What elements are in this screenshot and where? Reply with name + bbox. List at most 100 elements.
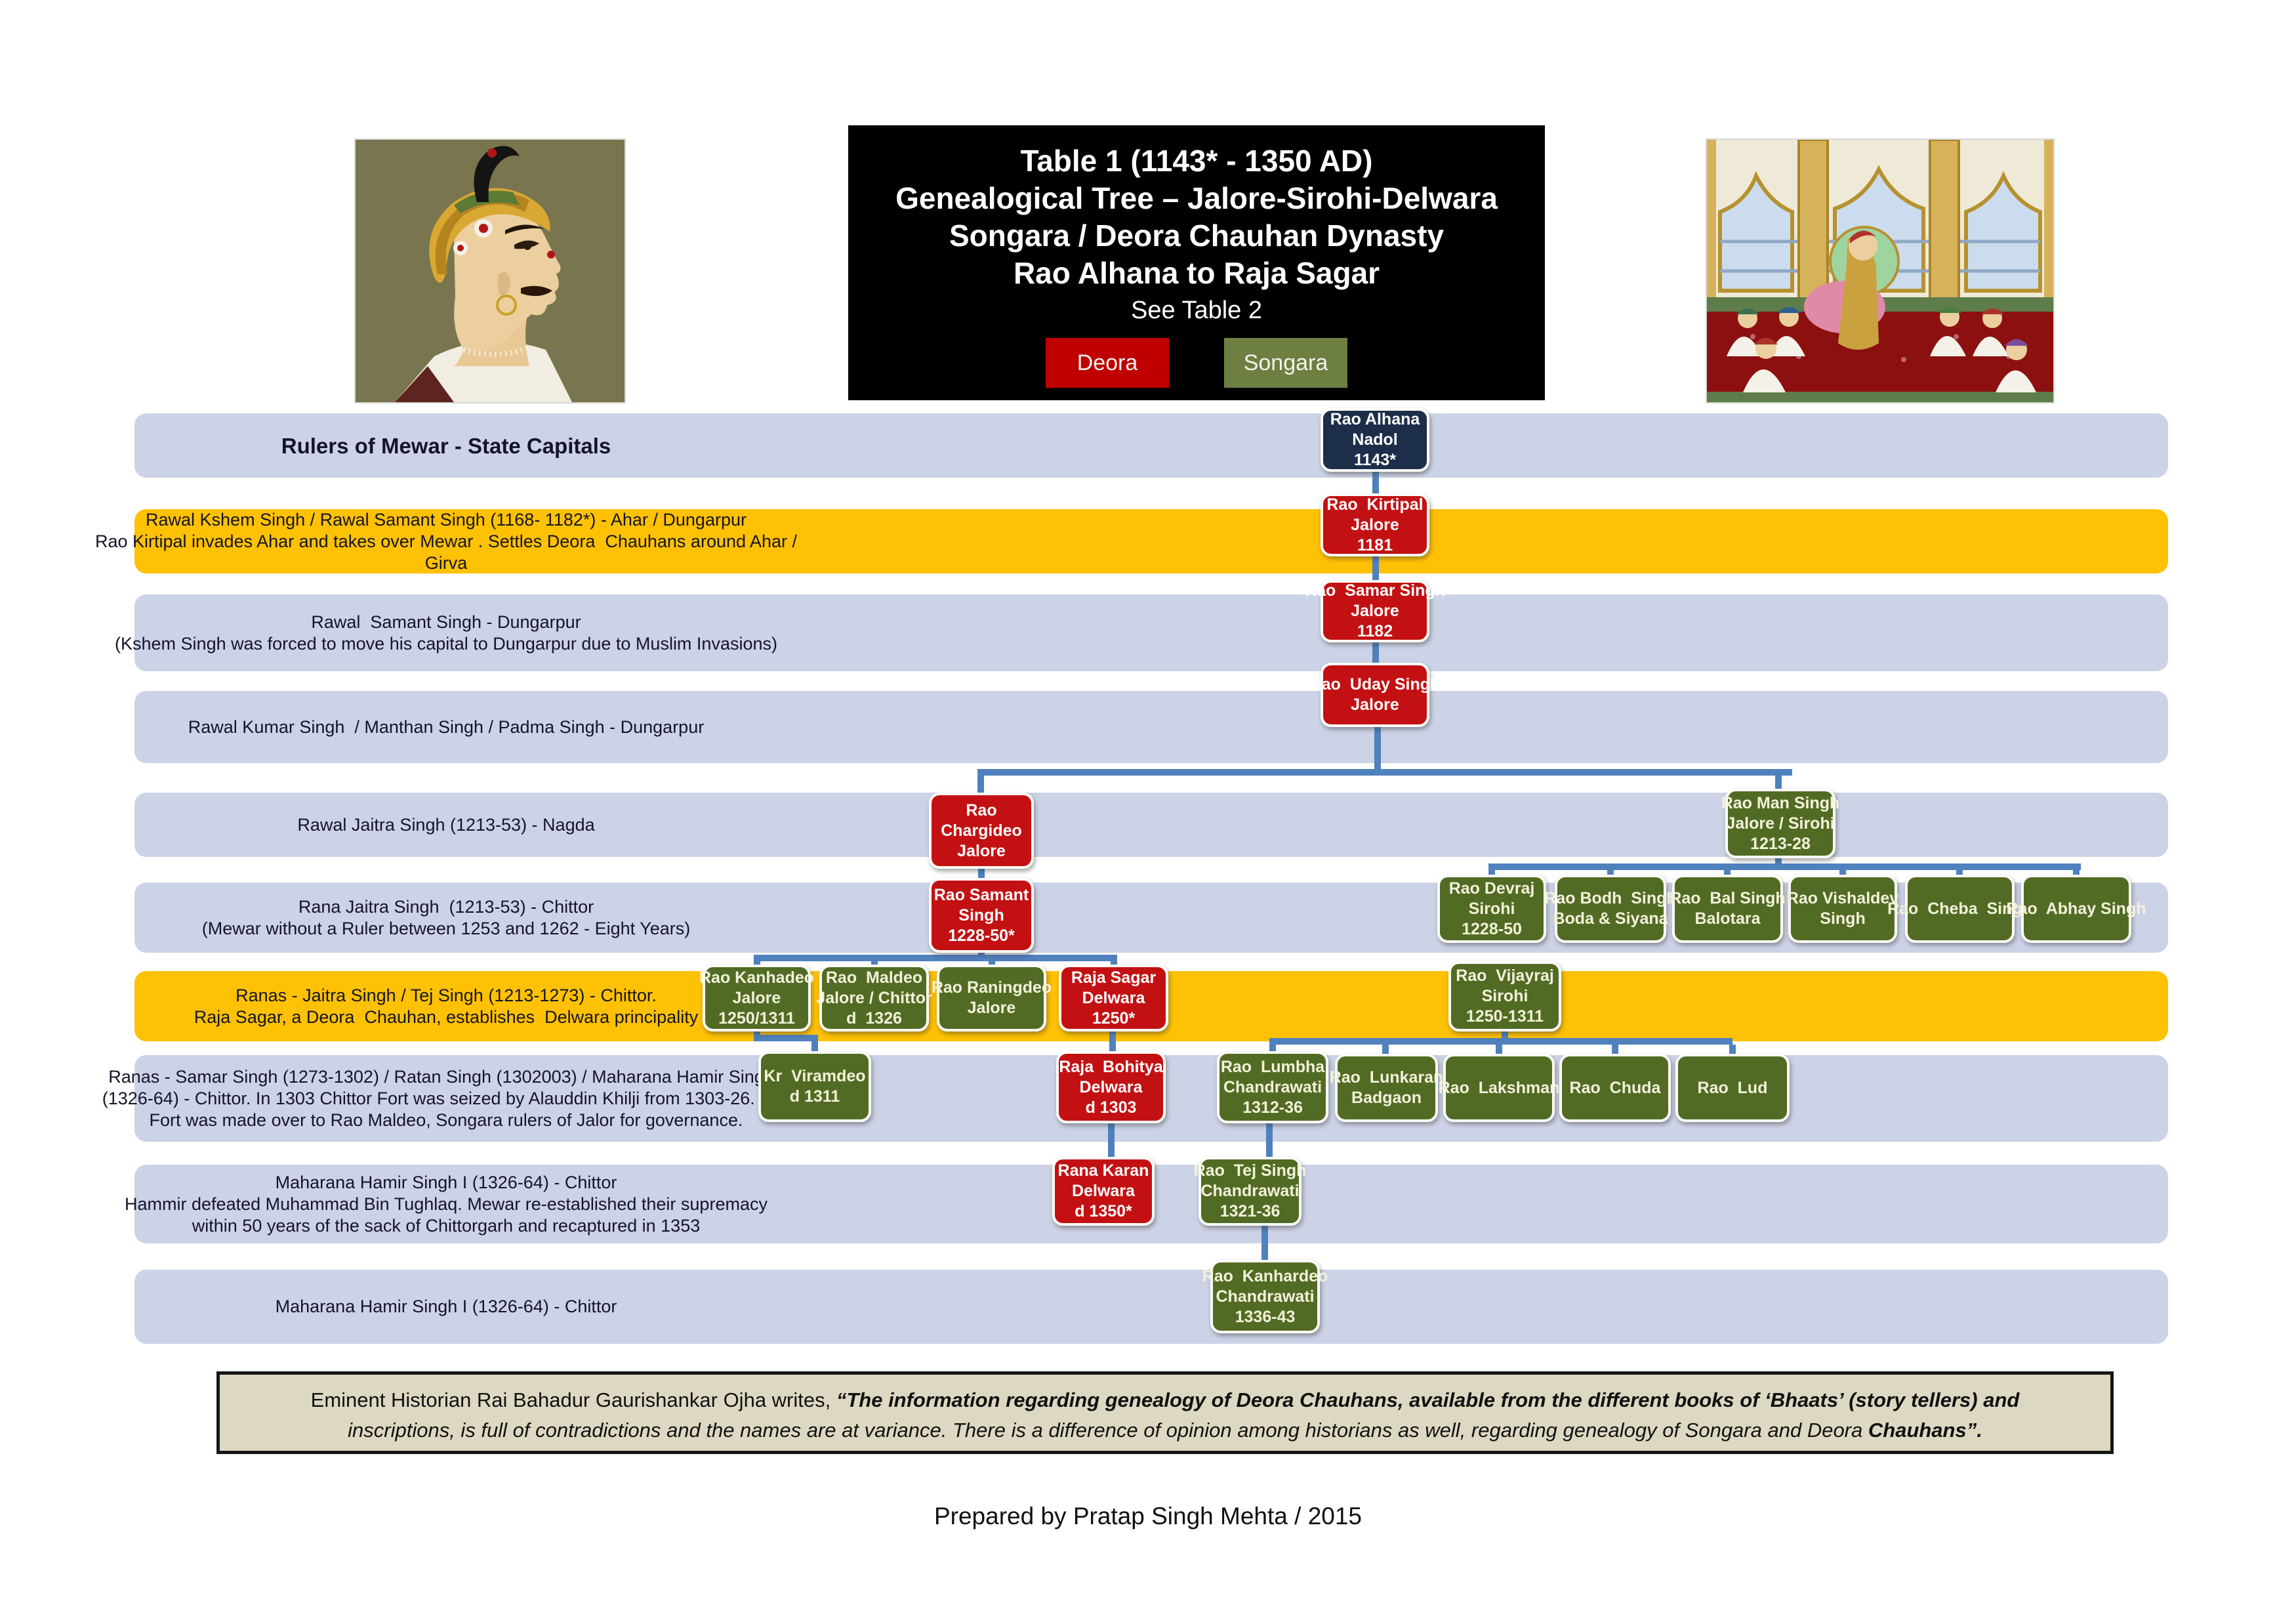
tree-connector-line [2073,870,2080,876]
tree-node-label: Jalore [957,841,1006,860]
tree-node-label: Rao Abhay Singh [2006,899,2146,918]
tree-node-label: d 1303 [1085,1098,1137,1117]
ruler-band-line: Rulers of Mewar - State Capitals [281,433,611,458]
ruler-band-line: Maharana Hamir Singh I (1326-64) - Chitt… [275,1172,617,1192]
tree-node-label: Rao Lunkaran [1329,1068,1444,1087]
tree-node-label: Delwara [1072,1182,1135,1200]
tree-node-label: Rao Devraj [1448,879,1535,898]
ruler-band-text: Rulers of Mewar - State Capitals [134,413,758,478]
title-line-4: Rao Alhana to Raja Sagar [1013,256,1380,290]
tree-connector-line [1109,1031,1116,1052]
songara-legend-button[interactable]: Songara [1224,338,1347,388]
tree-node-label: Rao Raningdeo [931,978,1052,997]
ruler-band-text: Ranas - Jaitra Singh / Tej Singh (1213-1… [134,971,758,1041]
tree-node-abhay: Rao Abhay Singh [2007,875,2146,943]
ruler-band-line: Fort was made over to Rao Maldeo, Songar… [149,1110,743,1130]
tree-connector-line [1488,864,2081,870]
tree-node-label: Rana Karan [1057,1161,1149,1180]
ruler-band-text: Maharana Hamir Singh I (1326-64) - Chitt… [134,1270,758,1344]
tree-connector-line [1269,1038,1732,1045]
tree-connector-line [1372,472,1379,493]
tree-connector-line [1956,870,1963,876]
ruler-band-line: Rawal Jaitra Singh (1213-53) - Nagda [297,814,595,835]
tree-connector-line [1775,776,1782,790]
ruler-band-text: Ranas - Samar Singh (1273-1302) / Ratan … [102,1055,790,1142]
tree-node-label: Chandrawati [1223,1077,1322,1096]
tree-node-label: Jalore [967,999,1016,1017]
tree-node-label: Boda & Siyana [1553,909,1668,928]
tree-node-label: Delwara [1079,1077,1143,1096]
quote-bold-italic-1: “The information regarding genealogy of … [836,1388,2020,1411]
tree-node-label: Balotara [1694,909,1761,928]
ruler-band-line: Rao Kirtipal invades Ahar and takes over… [94,531,798,551]
tree-connector-line [811,1035,818,1052]
tree-connector-line [871,961,878,967]
tree-connector-line [977,769,1792,776]
tree-node-label: Nadol [1352,430,1398,449]
tree-node-label: Jalore [1351,696,1399,714]
tree-connector-line [754,955,1117,961]
tree-node-label: Rao Bal Singh [1670,889,1786,907]
tree-connector-line [1269,1045,1276,1055]
tree-node-label: d 1326 [846,1009,902,1028]
tree-connector-line [754,1035,818,1041]
tree-connector-line [1111,961,1117,967]
tree-connector-line [1607,870,1614,876]
tree-node-label: Badgaon [1351,1089,1422,1107]
tree-node-label: Chargideo [941,821,1022,840]
tree-node-label: Raja Bohitya [1059,1057,1163,1076]
ruler-band-text: Rawal Kumar Singh / Manthan Singh / Padm… [134,691,758,763]
tree-node-label: Rao Chuda [1569,1078,1661,1097]
title-line-3: Songara / Deora Chauhan Dynasty [949,219,1445,253]
ruler-band-line: Rawal Samant Singh - Dungarpur [311,612,581,632]
tree-node-label: Delwara [1082,988,1145,1007]
tree-node-label: Jalore [1351,602,1399,620]
tree-node-label: 1250-1311 [1466,1007,1544,1026]
ruler-band-line: Rana Jaitra Singh (1213-53) - Chittor [298,896,594,917]
tree-node-label: Rao Samar Singh [1305,581,1445,600]
tree-node-label: 1181 [1357,535,1393,554]
ruler-band-line: (Mewar without a Ruler between 1253 and … [201,918,691,938]
tree-connector-line [1372,642,1379,665]
tree-connector-line [1839,870,1846,876]
tree-node-label: Rao Tej Singh [1193,1161,1307,1180]
rajput-king-portrait-painting [354,138,626,404]
deora-legend-button[interactable]: Deora [1046,338,1169,388]
quote-bold-italic-2: Chauhans”. [1868,1419,1982,1442]
tree-node-label: 1143* [1354,451,1396,469]
tree-connector-line [1724,870,1731,876]
tree-node-cheba: Rao Cheba Singh [1887,875,2032,943]
tree-node-label: Rao Maldeo [825,968,923,987]
tree-node-label: 1312-36 [1242,1098,1303,1117]
ruler-band-line: (1326-64) - Chittor. In 1303 Chittor For… [102,1088,790,1108]
tree-connector-line [1261,1226,1268,1261]
tree-connector-line [1502,1031,1508,1041]
quote-intro: Eminent Historian Rai Bahadur Gaurishank… [310,1388,836,1411]
tree-node-label: 1250* [1092,1009,1136,1028]
tree-connector-line [754,961,760,967]
tree-node-lud: Rao Lud [1675,1054,1790,1122]
ruler-band-text: Rawal Samant Singh - Dungarpur(Kshem Sin… [115,594,777,671]
ruler-band-text: Maharana Hamir Singh I (1326-64) - Chitt… [125,1165,768,1243]
tree-node-label: Rao Vishaldev [1786,889,1899,907]
ruler-band-line: Girva [424,552,468,573]
tree-node-label: Rao Lud [1697,1078,1768,1097]
durbar-court-scene-painting [1706,138,2055,404]
tree-node-label: 1228-50 [1462,919,1522,938]
tree-node-label: Jalore / Chittor [816,988,932,1007]
ruler-band-row-5: Rawal Jaitra Singh (1213-53) - Nagda [134,793,2168,857]
